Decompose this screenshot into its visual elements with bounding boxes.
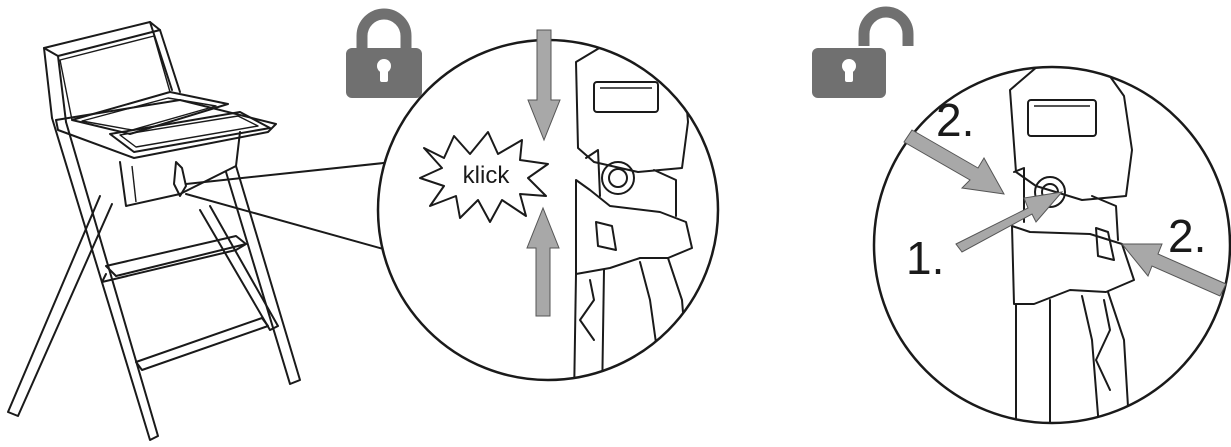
detail-circle-locked: klick — [376, 29, 720, 382]
arrow-squeeze-left-icon — [903, 129, 1005, 195]
arrow-press-button-icon — [955, 191, 1064, 253]
step-one-label: 1. — [906, 232, 944, 284]
release-arrows — [903, 129, 1227, 297]
arrow-down-icon — [527, 29, 561, 142]
click-burst: klick — [419, 131, 549, 223]
padlock-open-icon — [812, 6, 914, 98]
arrow-up-icon — [526, 206, 560, 317]
high-chair-illustration — [7, 21, 301, 441]
click-sound-label: klick — [463, 162, 511, 189]
step-two-label-top: 2. — [936, 94, 974, 146]
step-two-label-right: 2. — [1168, 210, 1206, 262]
detail-circle-unlock — [872, 65, 1231, 425]
arrow-squeeze-right-icon — [1120, 243, 1227, 297]
padlock-closed-icon — [346, 8, 422, 98]
press-together-arrows — [526, 29, 561, 317]
